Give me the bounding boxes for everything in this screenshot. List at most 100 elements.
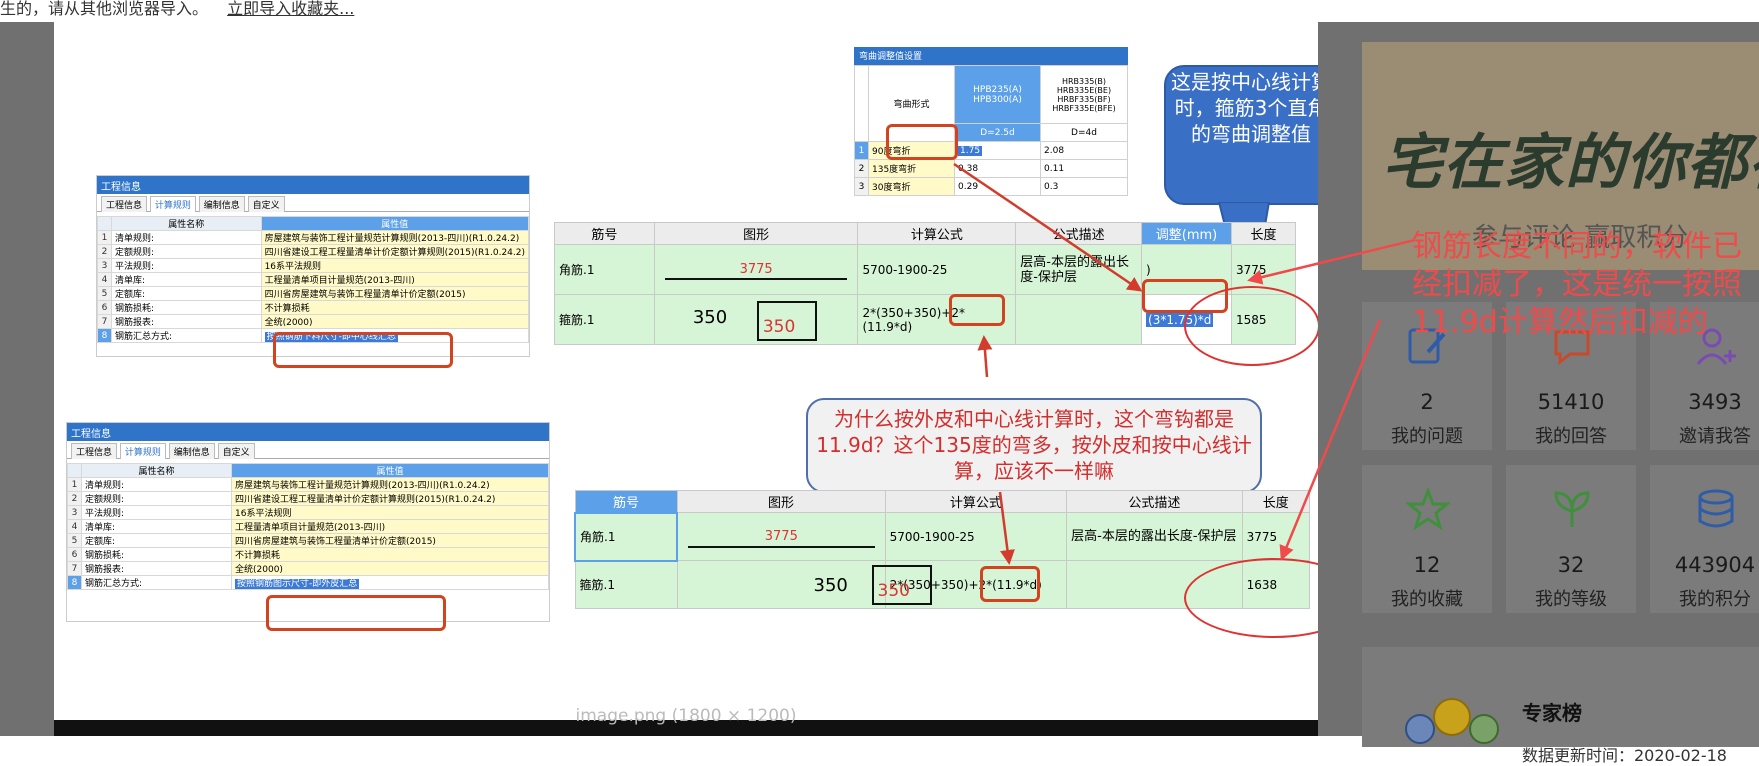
stat-num: 51410 [1537,390,1605,414]
stat-invited[interactable]: 3493 邀请我答 [1650,302,1759,450]
bar-adjust: ) [1141,244,1232,295]
row-num: 8 [67,575,82,590]
col-shape: 图形 [676,490,886,513]
row-num: 8 [97,328,112,343]
bar-formula-desc: 层高-本层的露出长度-保护层 [1015,244,1143,295]
bar-id: 箍筋.1 [574,560,678,609]
centerline-callout: 这是按中心线计算时，箍筋3个直角的弯曲调整值 [1164,65,1318,205]
stat-label: 我的等级 [1535,589,1607,610]
star-icon [1406,487,1450,531]
stat-my-answers[interactable]: 51410 我的回答 [1506,302,1636,450]
row-value[interactable]: 按照钢筋下料尺寸-即中心线汇总 [264,332,398,342]
tab-custom[interactable]: 自定义 [247,196,285,212]
dialog-title: 工程信息 [97,176,529,194]
row-num: 3 [97,258,112,273]
highlight-box [886,124,958,160]
col-bar-id: 筋号 [554,222,655,245]
bend-adjust-panel: 弯曲调整值设置 弯曲形式 HPB235(A) HPB300(A) HRB335(… [854,47,1128,215]
rebar-table-outer: 筋号 图形 计算公式 公式描述 长度 角筋.1 3775 5700-1900-2… [574,490,1311,609]
row-num: 1 [97,230,112,245]
tab-project-info[interactable]: 工程信息 [71,443,118,459]
shape-line [688,546,875,548]
tab-project-info[interactable]: 工程信息 [101,196,148,212]
bend-value-hrb[interactable]: 0.3 [1040,177,1128,196]
row-value: 16系平法规则 [260,258,530,273]
dialog-tabs: 工程信息 计算规则 编制信息 自定义 [67,441,549,459]
bar-shape: 3775 [653,244,859,295]
table-row[interactable]: 箍筋.1 350 350 2*(350+350)+2*(11.9*d) 1638 [574,560,1311,609]
bar-shape: 350 350 [653,294,859,345]
row-value: 四川省房屋建筑与装饰工程量清单计价定额(2015) [231,533,549,548]
import-notice-text: 生的，请从其他浏览器导入。 [0,0,209,18]
stat-my-questions[interactable]: 2 我的问题 [1362,302,1492,450]
banner-subtitle: 参与评论 赢取积分 [1472,223,1689,253]
stat-label: 我的问题 [1391,426,1463,447]
col-hpb-d: D=2.5d [954,123,1041,142]
tab-calc-rules[interactable]: 计算规则 [149,196,196,212]
stirrup-shape: 350 [871,565,932,605]
stat-points[interactable]: 443904 我的积分 [1650,465,1759,613]
question-bubble: 为什么按外皮和中心线计算时，这个弯钩都是11.9d？这个135度的弯多，按外皮和… [806,398,1262,493]
stat-num: 443904 [1674,553,1756,577]
col-adjust: 调整(mm) [1141,222,1232,245]
row-value: 工程量清单项目计量规范(2013-四川) [231,519,549,534]
tab-compile-info[interactable]: 编制信息 [168,443,215,459]
invite-user-icon [1696,328,1736,365]
bend-table: 弯曲形式 HPB235(A) HPB300(A) HRB335(B) HRB33… [854,65,1128,196]
table-row[interactable]: 2 135度弯折 0.38 0.11 [854,159,1128,178]
import-favorites-link[interactable]: 立即导入收藏夹... [227,0,355,18]
stat-num: 2 [1420,390,1434,414]
lightbox-caption: image.png (1800 × 1200) [575,706,797,726]
stat-label: 我的收藏 [1391,589,1463,610]
promo-banner[interactable]: 宅在家的你都在做什么 参与评论 赢取积分 [1362,42,1759,270]
expert-rank-title: 专家榜 [1522,701,1582,725]
table-row[interactable]: 角筋.1 3775 5700-1900-25 层高-本层的露出长度-保护层 ) … [554,244,1296,295]
highlight-box [949,294,1005,326]
import-notice-bar: 生的，请从其他浏览器导入。 立即导入收藏夹... [0,0,1759,22]
row-value[interactable]: 按照钢筋图示尺寸-即外皮汇总 [235,579,360,589]
expert-rank-card[interactable]: 专家榜 数据更新时间：2020-02-18 [1362,647,1759,765]
stat-favorites[interactable]: 12 我的收藏 [1362,465,1492,613]
col-hrb: HRB335(B) HRB335E(BE) HRBF335(BF) HRBF33… [1040,65,1128,124]
table-row[interactable]: 角筋.1 3775 5700-1900-25 层高-本层的露出长度-保护层 37… [574,511,1311,562]
row-value: 全统(2000) [260,314,530,329]
tab-custom[interactable]: 自定义 [217,443,255,459]
shape-length: 3775 [739,262,773,277]
tab-compile-info[interactable]: 编制信息 [198,196,245,212]
table-row[interactable]: 3 30度弯折 0.29 0.3 [854,177,1128,196]
stat-level[interactable]: 32 我的等级 [1506,465,1636,613]
edit-icon [1408,328,1446,364]
bend-value-hpb[interactable]: 1.75 [958,145,983,156]
dialog-tabs: 工程信息 计算规则 编制信息 自定义 [97,194,529,212]
medals-icon [1405,698,1499,744]
chat-icon [1554,330,1590,366]
row-value: 房屋建筑与装饰工程计量规范计算规则(2013-四川)(R1.0.24.2) [231,477,549,492]
row-form: 30度弯折 [868,177,955,196]
table-row[interactable]: 1 90度弯折 1.75 2.08 [854,141,1128,160]
row-num: 3 [67,505,82,520]
shape-length: 3775 [764,529,798,544]
leaf-icon [1554,491,1590,527]
stat-label: 我的积分 [1679,589,1751,610]
row-value: 不计算损耗 [231,547,549,562]
col-bar-id: 筋号 [574,490,678,513]
highlight-box [273,332,453,368]
tab-calc-rules[interactable]: 计算规则 [119,443,166,459]
row-num: 6 [97,300,112,315]
row-num: 1 [854,141,869,160]
row-num: 4 [67,519,82,534]
stat-num: 12 [1413,553,1441,577]
red-note-arrows [1247,238,1416,561]
col-length: 长度 [1231,222,1296,245]
